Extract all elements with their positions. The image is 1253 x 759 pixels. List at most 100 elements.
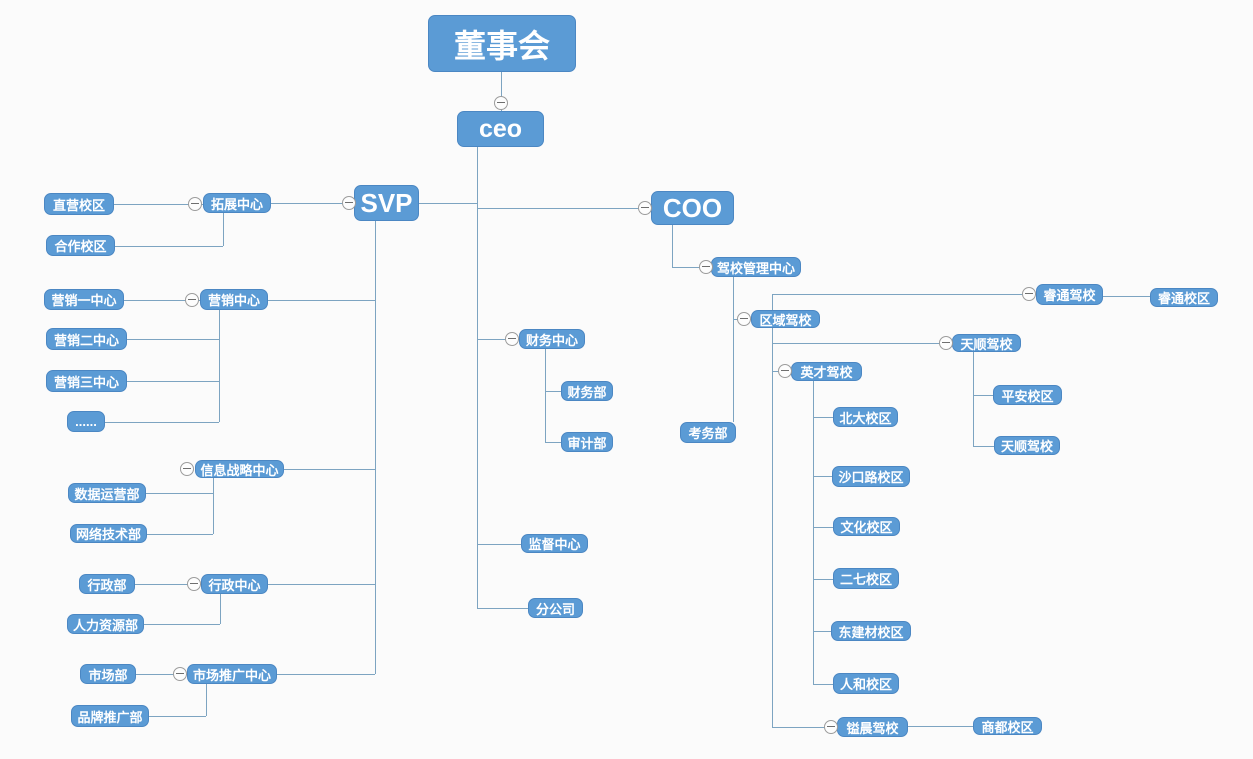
connector-line (908, 726, 973, 727)
org-node-admin-dept[interactable]: 行政部 (79, 574, 135, 594)
org-node-audit-dept[interactable]: 审计部 (561, 432, 613, 452)
org-node-coop-campus[interactable]: 合作校区 (46, 235, 115, 256)
connector-line (733, 277, 734, 422)
connector-line (114, 204, 203, 205)
connector-line (545, 442, 561, 443)
org-node-dsm-center[interactable]: 驾校管理中心 (711, 257, 801, 277)
collapse-toggle-minus-icon[interactable] (185, 293, 199, 307)
org-node-finance-center[interactable]: 财务中心 (519, 329, 585, 349)
collapse-toggle-minus-icon[interactable] (737, 312, 751, 326)
org-node-market-promo-center[interactable]: 市场推广中心 (187, 664, 277, 684)
collapse-toggle-minus-icon[interactable] (173, 667, 187, 681)
connector-line (813, 417, 833, 418)
connector-line (1103, 296, 1150, 297)
connector-line (268, 300, 375, 301)
org-node-supervision-center[interactable]: 监督中心 (521, 534, 588, 553)
connector-line (284, 469, 375, 470)
connector-line (419, 203, 477, 204)
org-node-board[interactable]: 董事会 (428, 15, 576, 72)
org-node-tianshun-school[interactable]: 天顺驾校 (952, 334, 1021, 352)
collapse-toggle-minus-icon[interactable] (778, 364, 792, 378)
collapse-toggle-minus-icon[interactable] (505, 332, 519, 346)
org-node-finance-dept[interactable]: 财务部 (561, 381, 613, 401)
connector-line (477, 208, 651, 209)
connector-line (813, 579, 833, 580)
connector-line (813, 684, 833, 685)
org-node-branch-company[interactable]: 分公司 (528, 598, 583, 618)
connector-line (672, 225, 673, 267)
connector-line (772, 343, 952, 344)
org-node-renhe-campus[interactable]: 人和校区 (833, 673, 899, 694)
org-node-admin-center[interactable]: 行政中心 (201, 574, 268, 594)
collapse-toggle-minus-icon[interactable] (187, 577, 201, 591)
connector-line (672, 267, 711, 268)
org-node-expand-center[interactable]: 拓展中心 (203, 193, 271, 213)
connector-line (477, 544, 521, 545)
org-node-wenhua-campus[interactable]: 文化校区 (833, 517, 900, 536)
connector-line (220, 594, 221, 624)
connector-line (206, 684, 207, 716)
collapse-toggle-minus-icon[interactable] (188, 197, 202, 211)
org-node-erqi-campus[interactable]: 二七校区 (833, 568, 899, 589)
org-node-marketing-2[interactable]: 营销二中心 (46, 328, 127, 350)
org-node-hr-dept[interactable]: 人力资源部 (67, 614, 144, 634)
collapse-toggle-minus-icon[interactable] (638, 201, 652, 215)
org-node-yingcai-school[interactable]: 英才驾校 (791, 362, 862, 381)
org-node-shangdu-campus[interactable]: 商都校区 (973, 717, 1042, 735)
connector-line (545, 391, 561, 392)
connector-line (772, 727, 837, 728)
collapse-toggle-minus-icon[interactable] (1022, 287, 1036, 301)
connector-line (772, 328, 773, 727)
connector-line (973, 446, 994, 447)
connector-line (146, 493, 213, 494)
connector-line (501, 72, 502, 111)
connector-line (271, 203, 354, 204)
connector-line (772, 294, 773, 310)
org-node-tianshun-sub[interactable]: 天顺驾校 (994, 436, 1060, 455)
org-node-data-ops[interactable]: 数据运营部 (68, 483, 146, 503)
org-node-marketing-center[interactable]: 营销中心 (200, 289, 268, 310)
org-node-shakoulu-campus[interactable]: 沙口路校区 (832, 466, 910, 487)
connector-line (135, 584, 201, 585)
org-node-market-dept[interactable]: 市场部 (80, 664, 136, 684)
connector-line (973, 352, 974, 446)
collapse-toggle-minus-icon[interactable] (342, 196, 356, 210)
collapse-toggle-minus-icon[interactable] (699, 260, 713, 274)
connector-line (813, 527, 833, 528)
org-node-yichen-school[interactable]: 镒晨驾校 (837, 717, 908, 737)
connector-line (149, 716, 206, 717)
connector-line (127, 339, 219, 340)
collapse-toggle-minus-icon[interactable] (494, 96, 508, 110)
collapse-toggle-minus-icon[interactable] (824, 720, 838, 734)
org-node-regional-school[interactable]: 区域驾校 (751, 310, 820, 328)
collapse-toggle-minus-icon[interactable] (939, 336, 953, 350)
collapse-toggle-minus-icon[interactable] (180, 462, 194, 476)
connector-line (813, 381, 814, 684)
connector-line (375, 221, 376, 674)
org-node-direct-campus[interactable]: 直营校区 (44, 193, 114, 215)
org-node-svp[interactable]: SVP (354, 185, 419, 221)
connector-line (219, 310, 220, 422)
org-node-network-tech[interactable]: 网络技术部 (70, 524, 147, 543)
connector-line (147, 534, 213, 535)
connector-line (477, 147, 478, 608)
org-node-exam-dept[interactable]: 考务部 (680, 422, 736, 443)
org-node-marketing-more[interactable]: ...... (67, 411, 105, 432)
org-node-brand-promo-dept[interactable]: 品牌推广部 (71, 705, 149, 727)
org-node-marketing-3[interactable]: 营销三中心 (46, 370, 127, 392)
connector-line (124, 300, 200, 301)
org-node-marketing-1[interactable]: 营销一中心 (44, 289, 124, 310)
org-node-coo[interactable]: COO (651, 191, 734, 225)
org-node-pingan-campus[interactable]: 平安校区 (993, 385, 1062, 405)
connector-line (136, 674, 187, 675)
org-node-ruitong-school[interactable]: 睿通驾校 (1036, 284, 1103, 305)
org-node-ceo[interactable]: ceo (457, 111, 544, 147)
org-node-info-strategy-center[interactable]: 信息战略中心 (195, 460, 284, 478)
org-node-beida-campus[interactable]: 北大校区 (833, 407, 898, 427)
connector-line (813, 476, 832, 477)
connector-line (477, 339, 519, 340)
org-node-ruitong-campus[interactable]: 睿通校区 (1150, 288, 1218, 307)
org-node-dongjiancai-campus[interactable]: 东建材校区 (831, 621, 911, 641)
connector-line (127, 381, 219, 382)
